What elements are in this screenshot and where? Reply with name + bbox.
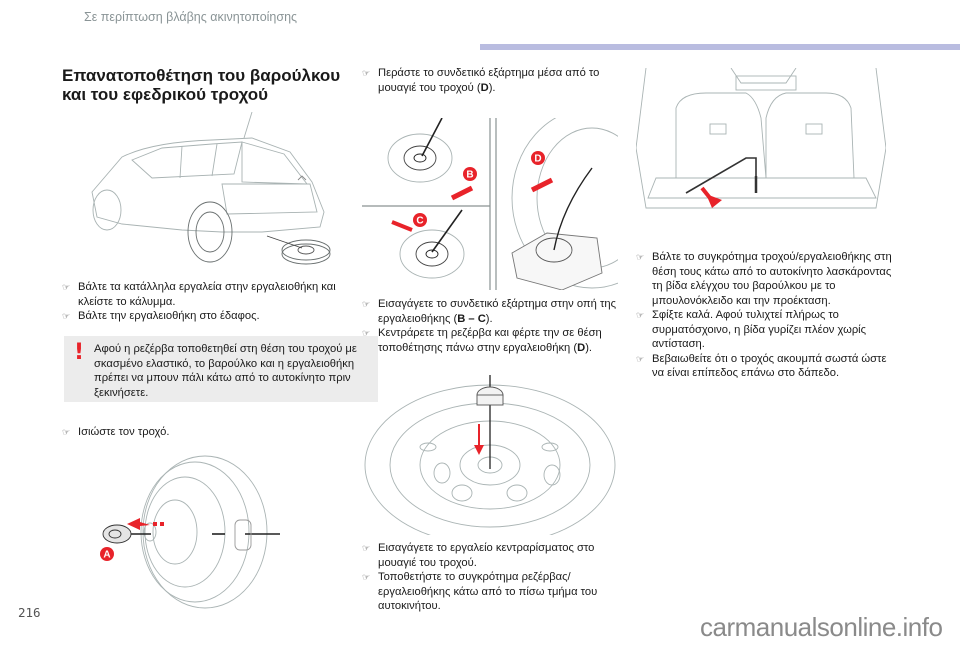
label-d-marker	[531, 151, 545, 165]
step-item: ☞ Βάλτε το συγκρότημα τροχού/εργαλειοθήκ…	[636, 251, 892, 307]
pointing-hand-icon: ☞	[362, 68, 371, 78]
step-item: ☞ Βεβαιωθείτε ότι ο τροχός ακουμπά σωστά…	[636, 352, 887, 380]
step-item: ☞ Κεντράρετε τη ρεζέρβα και φέρτε την σε…	[362, 327, 602, 354]
step-item: ☞ Περάστε το συνδετικό εξάρτημα μέσα από…	[362, 67, 600, 94]
pointing-hand-icon: ☞	[62, 282, 71, 292]
section-title-line-1: Επανατοποθέτηση του βαρούλκου	[62, 66, 341, 85]
middle-step-top: ☞ Περάστε το συνδετικό εξάρτημα μέσα από…	[362, 66, 622, 95]
section-title-line-2: και του εφεδρικού τροχού	[62, 85, 269, 104]
pointing-hand-icon: ☞	[636, 353, 645, 364]
pointing-hand-icon: ☞	[362, 299, 371, 309]
label-b-marker	[463, 167, 477, 181]
figure-centering-tool	[362, 375, 618, 535]
watermark[interactable]: carmanualsonline.info	[700, 612, 943, 642]
pointing-hand-icon: ☞	[636, 310, 645, 320]
step-item: ☞ Εισαγάγετε το εργαλείο κεντραρίσματος …	[362, 542, 595, 569]
step-item: ☞ Τοποθετήστε το συγκρότημα ρεζέρβας/εργ…	[362, 571, 598, 612]
step-item: ☞ Σφίξτε καλά. Αφού τυλιχτεί πλήρως το σ…	[636, 309, 867, 350]
step-item: ☞ Εισαγάγετε το συνδετικό εξάρτημα στην …	[362, 298, 617, 325]
steps-list-2: ☞ Ισιώστε τον τροχό.	[62, 425, 342, 440]
warning-text: Αφού η ρεζέρβα τοποθετηθεί στη θέση του …	[94, 343, 357, 399]
right-steps-list: ☞ Βάλτε το συγκρότημα τροχού/εργαλειοθήκ…	[636, 250, 896, 381]
label-c-marker	[413, 213, 427, 227]
warning-box: ! Αφού η ρεζέρβα τοποθετηθεί στη θέση το…	[64, 336, 378, 402]
step-item: ☞ Ισιώστε τον τροχό.	[62, 426, 170, 438]
header-accent-bar	[480, 44, 960, 50]
figure-bcd-panels: B C D	[362, 118, 618, 290]
middle-steps-mid: ☞ Εισαγάγετε το συνδετικό εξάρτημα στην …	[362, 297, 622, 355]
pointing-hand-icon: ☞	[636, 252, 645, 262]
figure-car-spare-wheel	[62, 112, 342, 270]
step-item: ☞ Βάλτε τα κατάλληλα εργαλεία στην εργαλ…	[62, 281, 336, 308]
label-a-text: A	[103, 550, 110, 561]
middle-steps-bottom: ☞ Εισαγάγετε το εργαλείο κεντραρίσματος …	[362, 541, 622, 614]
page-number: 216	[18, 605, 41, 620]
figure-wheel-straighten: A	[95, 450, 345, 615]
label-d-text: D	[534, 154, 541, 165]
step-item: ☞ Βάλτε την εργαλειοθήκη στο έδαφος.	[62, 310, 260, 322]
pointing-hand-icon: ☞	[62, 311, 71, 321]
pointing-hand-icon: ☞	[362, 328, 371, 338]
pointing-hand-icon: ☞	[62, 427, 71, 437]
pointing-hand-icon: ☞	[362, 543, 371, 553]
figure-trunk-wrench	[636, 68, 886, 218]
label-a-marker	[100, 547, 114, 561]
section-title: Επανατοποθέτηση του βαρούλκου και του εφ…	[62, 66, 340, 104]
label-c-text: C	[416, 216, 423, 227]
running-head: Σε περίπτωση βλάβης ακινητοποίησης	[84, 10, 298, 24]
steps-list-1: ☞ Βάλτε τα κατάλληλα εργαλεία στην εργαλ…	[62, 280, 342, 324]
pointing-hand-icon: ☞	[362, 572, 371, 582]
exclamation-icon: !	[74, 340, 85, 365]
label-b-text: B	[466, 170, 473, 181]
